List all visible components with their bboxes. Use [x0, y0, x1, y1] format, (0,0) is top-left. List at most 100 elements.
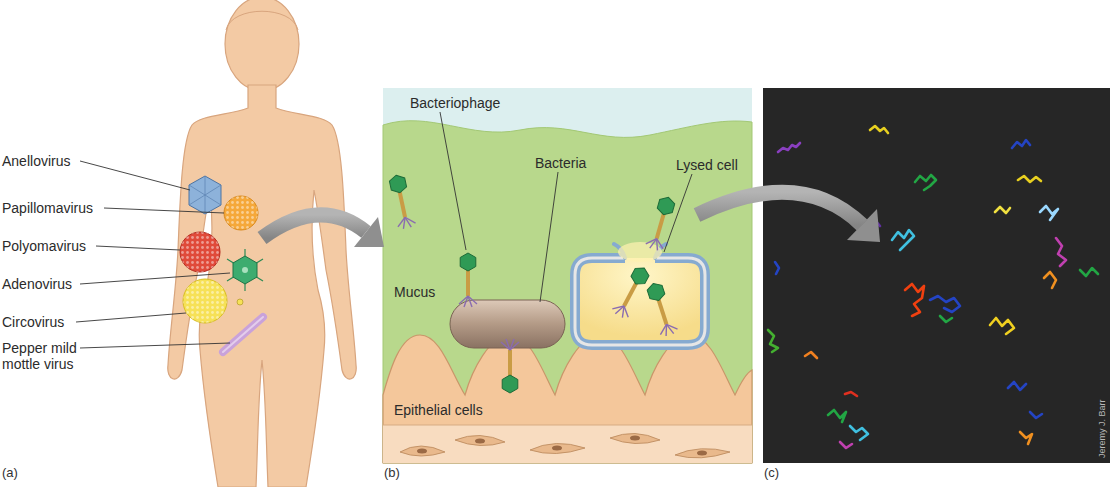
virus-label: Polyomavirus — [2, 238, 86, 254]
bacteriophages — [387, 173, 678, 393]
trajectory — [828, 410, 846, 422]
circovirus-texture — [183, 279, 227, 323]
lysed-wall — [575, 258, 705, 345]
anellovirus-icon — [189, 176, 221, 214]
trajectory — [1020, 432, 1032, 444]
tracking-panel — [763, 88, 1110, 463]
trajectory — [1012, 140, 1030, 148]
trajectory — [1044, 272, 1056, 288]
bacteriophage — [645, 195, 677, 252]
trajectory — [1040, 206, 1058, 220]
trajectory — [805, 352, 817, 358]
trajectory — [870, 126, 888, 133]
virus-label: Papillomavirus — [2, 200, 93, 216]
lumen-background — [383, 88, 752, 463]
trajectory — [915, 175, 936, 190]
part-label: Mucus — [394, 284, 435, 300]
virus-label: Circovirus — [2, 314, 64, 330]
hair-line — [226, 11, 298, 30]
panel-letter: (a) — [2, 465, 18, 481]
leader-lines — [76, 161, 230, 348]
nucleus — [630, 436, 640, 441]
leader-line — [80, 273, 230, 284]
nucleus — [417, 449, 427, 454]
circovirus-icon — [183, 279, 227, 323]
leader-line — [96, 246, 180, 250]
trajectory — [778, 143, 800, 152]
part-label: Epithelial cells — [394, 402, 483, 418]
spindle-cell — [675, 449, 730, 458]
leader-line — [104, 208, 224, 213]
transition-arrows — [262, 192, 880, 247]
curved-arrow-shaft — [262, 215, 366, 238]
trajectory — [995, 207, 1010, 213]
cell-nuclei — [417, 436, 707, 456]
papillomavirus-texture — [224, 196, 258, 230]
trajectory — [850, 426, 868, 440]
trajectory — [905, 284, 924, 316]
part-label: Bacteria — [535, 155, 586, 171]
pepper-virus-rod — [223, 317, 263, 352]
part-label: Bacteriophage — [410, 95, 500, 111]
bacteriophage — [387, 173, 416, 230]
trajectory — [892, 230, 914, 250]
polyomavirus-icon — [180, 232, 220, 272]
leader-line — [664, 174, 692, 252]
submucosa — [383, 425, 752, 463]
virus-label: Anellovirus — [2, 153, 70, 169]
bacteriophage — [459, 253, 477, 307]
particle-trajectories — [768, 126, 1098, 448]
credit-watermark: Jeremy J. Barr — [1097, 399, 1107, 458]
tissue-boundary — [383, 425, 752, 426]
pepper-virus-highlight — [223, 317, 263, 352]
head — [225, 0, 299, 91]
virus-label: Adenovirus — [2, 276, 72, 292]
bacterium — [450, 300, 565, 348]
bacteriophage — [645, 281, 679, 338]
trajectory — [1030, 412, 1042, 418]
lysed-membrane — [575, 258, 705, 345]
curved-arrow-shaft — [697, 192, 862, 225]
leader-lines — [440, 112, 692, 302]
panel-letter: (c) — [764, 465, 779, 481]
part-label: Lysed cell — [676, 157, 738, 173]
lysed-glow — [618, 242, 662, 262]
human-body — [168, 0, 356, 487]
trajectory — [990, 318, 1014, 334]
nucleus — [552, 446, 562, 451]
trajectory — [1080, 268, 1098, 276]
circovirus-small — [237, 299, 243, 305]
trajectory — [840, 442, 852, 448]
trajectory — [1018, 176, 1041, 182]
leader-line — [80, 343, 230, 348]
trajectory — [845, 392, 857, 396]
curved-arrow-head — [354, 217, 384, 247]
panel-letter: (b) — [384, 465, 400, 481]
lysed-cell — [575, 242, 705, 345]
trajectory — [940, 316, 952, 322]
virus-icons — [180, 176, 263, 352]
curved-arrow-head — [847, 209, 880, 242]
adenovirus-icon — [227, 249, 263, 291]
anellovirus-facets — [189, 176, 221, 214]
bacteriophage — [501, 339, 519, 393]
bacteriophage — [611, 264, 652, 320]
papillomavirus-icon — [224, 196, 258, 230]
trajectory — [930, 296, 960, 312]
tissue-cells — [400, 433, 730, 457]
leader-line — [540, 172, 558, 302]
micrograph-background — [763, 88, 1110, 463]
nucleus — [697, 451, 707, 456]
virus-label: Pepper mild mottle virus — [2, 340, 92, 372]
leader-line — [80, 161, 190, 190]
trajectory — [1056, 238, 1066, 266]
epithelium — [383, 335, 752, 463]
leader-line — [76, 313, 186, 322]
leader-line — [440, 112, 466, 250]
adenovirus-capsid — [233, 256, 257, 284]
polyomavirus-texture — [180, 232, 220, 272]
spindle-cell — [610, 433, 660, 443]
trajectory — [1008, 382, 1026, 390]
